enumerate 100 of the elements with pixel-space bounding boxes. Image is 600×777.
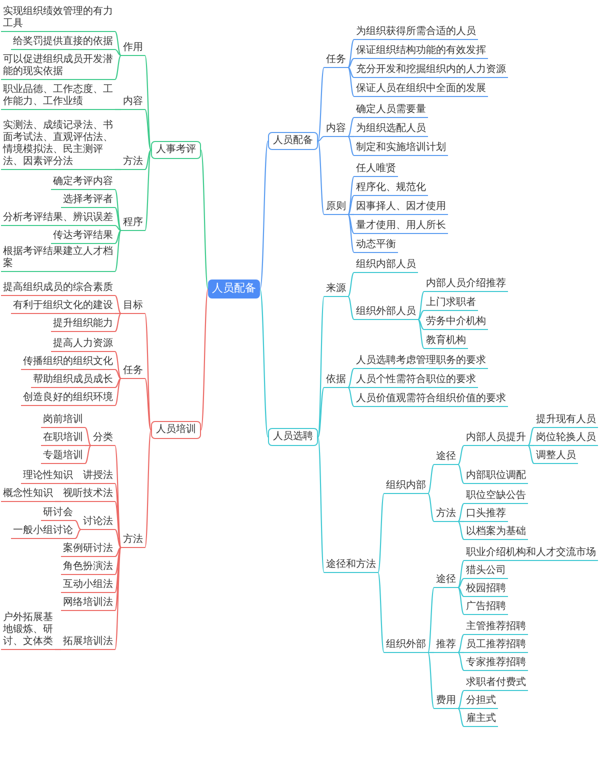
connector-line (114, 547, 122, 593)
topic-label: 以档案为基础 (464, 526, 528, 540)
topic-label: 职业介绍机构和人才交流市场 (464, 547, 598, 561)
connector-line (144, 150, 152, 231)
connector-line (114, 351, 122, 379)
connector-line (348, 67, 354, 78)
topic-label: 广告招聘 (464, 601, 508, 615)
connector-line (84, 445, 92, 464)
connector-line (528, 444, 534, 446)
topic-label: 研讨会 (41, 507, 75, 521)
topic-label: 任务 (121, 365, 145, 379)
connector-line (458, 587, 464, 597)
connector-line (458, 521, 464, 540)
topic-label: 作用 (121, 42, 145, 56)
topic-box: 人员选聘 (268, 428, 318, 446)
topic-label: 传达考评结果 (51, 230, 115, 244)
connector-line (458, 578, 464, 588)
topic-label: 途径和方法 (324, 559, 378, 573)
connector-line (114, 378, 122, 388)
topic-label: 保证组织结构功能的有效发挥 (354, 45, 488, 59)
connector-line (144, 313, 152, 430)
connector-line (348, 195, 354, 215)
topic-label: 分析考评结果、辨识误差 (1, 212, 115, 226)
topic-label: 视听技术法 (61, 488, 115, 502)
connector-line (115, 312, 121, 314)
connector-line (114, 189, 122, 231)
connector-line (348, 117, 354, 137)
topic-box: 人事考评 (151, 141, 201, 159)
topic-label: 员工推荐招聘 (464, 639, 528, 653)
connector-line (317, 436, 325, 573)
topic-label: 分担式 (464, 695, 498, 709)
topic-label: 内部职位调配 (464, 470, 528, 484)
topic-label: 因事择人、因才使用 (354, 201, 448, 215)
connector-line (114, 378, 122, 406)
connector-line (114, 445, 122, 548)
connector-line (114, 230, 122, 272)
connector-line (114, 547, 122, 611)
topic-label: 分类 (91, 432, 115, 446)
connector-line (74, 520, 82, 530)
topic-label: 动态平衡 (354, 239, 398, 253)
topic-label: 调整人员 (534, 450, 578, 464)
connector-line (114, 313, 122, 332)
connector-line (55, 648, 61, 650)
connector-line (458, 464, 464, 484)
connector-line (428, 493, 434, 522)
topic-label: 创造良好的组织环境 (21, 392, 115, 406)
connector-line (144, 109, 152, 150)
connector-line (458, 560, 464, 588)
topic-label: 一般小组讨论 (11, 525, 75, 539)
topic-label: 方法 (121, 156, 145, 170)
connector-line (458, 445, 464, 465)
topic-label: 给奖罚提供直接的依据 (11, 36, 115, 50)
topic-label: 可以促进组织成员开发潜能的现实依据 (1, 54, 115, 80)
topic-box: 人员培训 (151, 421, 201, 439)
topic-label: 原则 (324, 201, 348, 215)
connector-line (348, 136, 354, 156)
topic-label: 拓展培训法 (61, 636, 115, 650)
topic-label: 内部人员提升 (464, 432, 528, 446)
connector-line (200, 288, 209, 430)
connector-line (114, 207, 122, 231)
topic-label: 在职培训 (41, 432, 85, 446)
topic-label: 口头推荐 (464, 508, 508, 522)
connector-line (114, 547, 122, 575)
topic-label: 主管推荐招聘 (464, 621, 528, 635)
connector-line (114, 547, 122, 650)
topic-label: 组织内部人员 (354, 259, 418, 273)
connector-line (418, 319, 424, 349)
topic-label: 目标 (121, 300, 145, 314)
connector-line (378, 493, 384, 573)
connector-line (200, 150, 209, 290)
topic-label: 讲授法 (81, 470, 115, 484)
topic-label: 理论性知识 (21, 470, 75, 484)
topic-label: 依据 (324, 374, 348, 388)
connector-line (85, 444, 91, 446)
topic-label: 来源 (324, 283, 348, 297)
topic-label: 组织内部 (384, 480, 428, 494)
connector-line (458, 503, 464, 522)
topic-label: 程序化、规范化 (354, 182, 428, 196)
topic-label: 人员选聘考虑管理职务的要求 (354, 355, 488, 369)
connector-line (348, 39, 354, 68)
topic-label: 有利于组织文化的建设 (11, 300, 115, 314)
connector-line (528, 427, 534, 446)
connector-line (317, 296, 325, 438)
topic-label: 为组织获得所需合适的人员 (354, 26, 478, 40)
connector-line (259, 140, 269, 290)
topic-label: 岗位轮换人员 (534, 432, 598, 446)
topic-label: 量才使用、用人所长 (354, 220, 448, 234)
topic-label: 实现组织绩效管理的有力工具 (1, 6, 115, 32)
topic-label: 职业品德、工作态度、工作能力、工作业绩 (1, 84, 115, 110)
connector-line (144, 378, 152, 430)
connector-line (114, 501, 122, 548)
connector-line (348, 176, 354, 215)
connector-line (428, 652, 434, 709)
topic-label: 为组织选配人员 (354, 123, 428, 137)
topic-label: 专题培训 (41, 450, 85, 464)
connector-line (428, 464, 434, 494)
topic-label: 校园招聘 (464, 583, 508, 597)
connector-line (528, 445, 534, 464)
topic-label: 方法 (434, 508, 458, 522)
connector-line (114, 48, 122, 56)
